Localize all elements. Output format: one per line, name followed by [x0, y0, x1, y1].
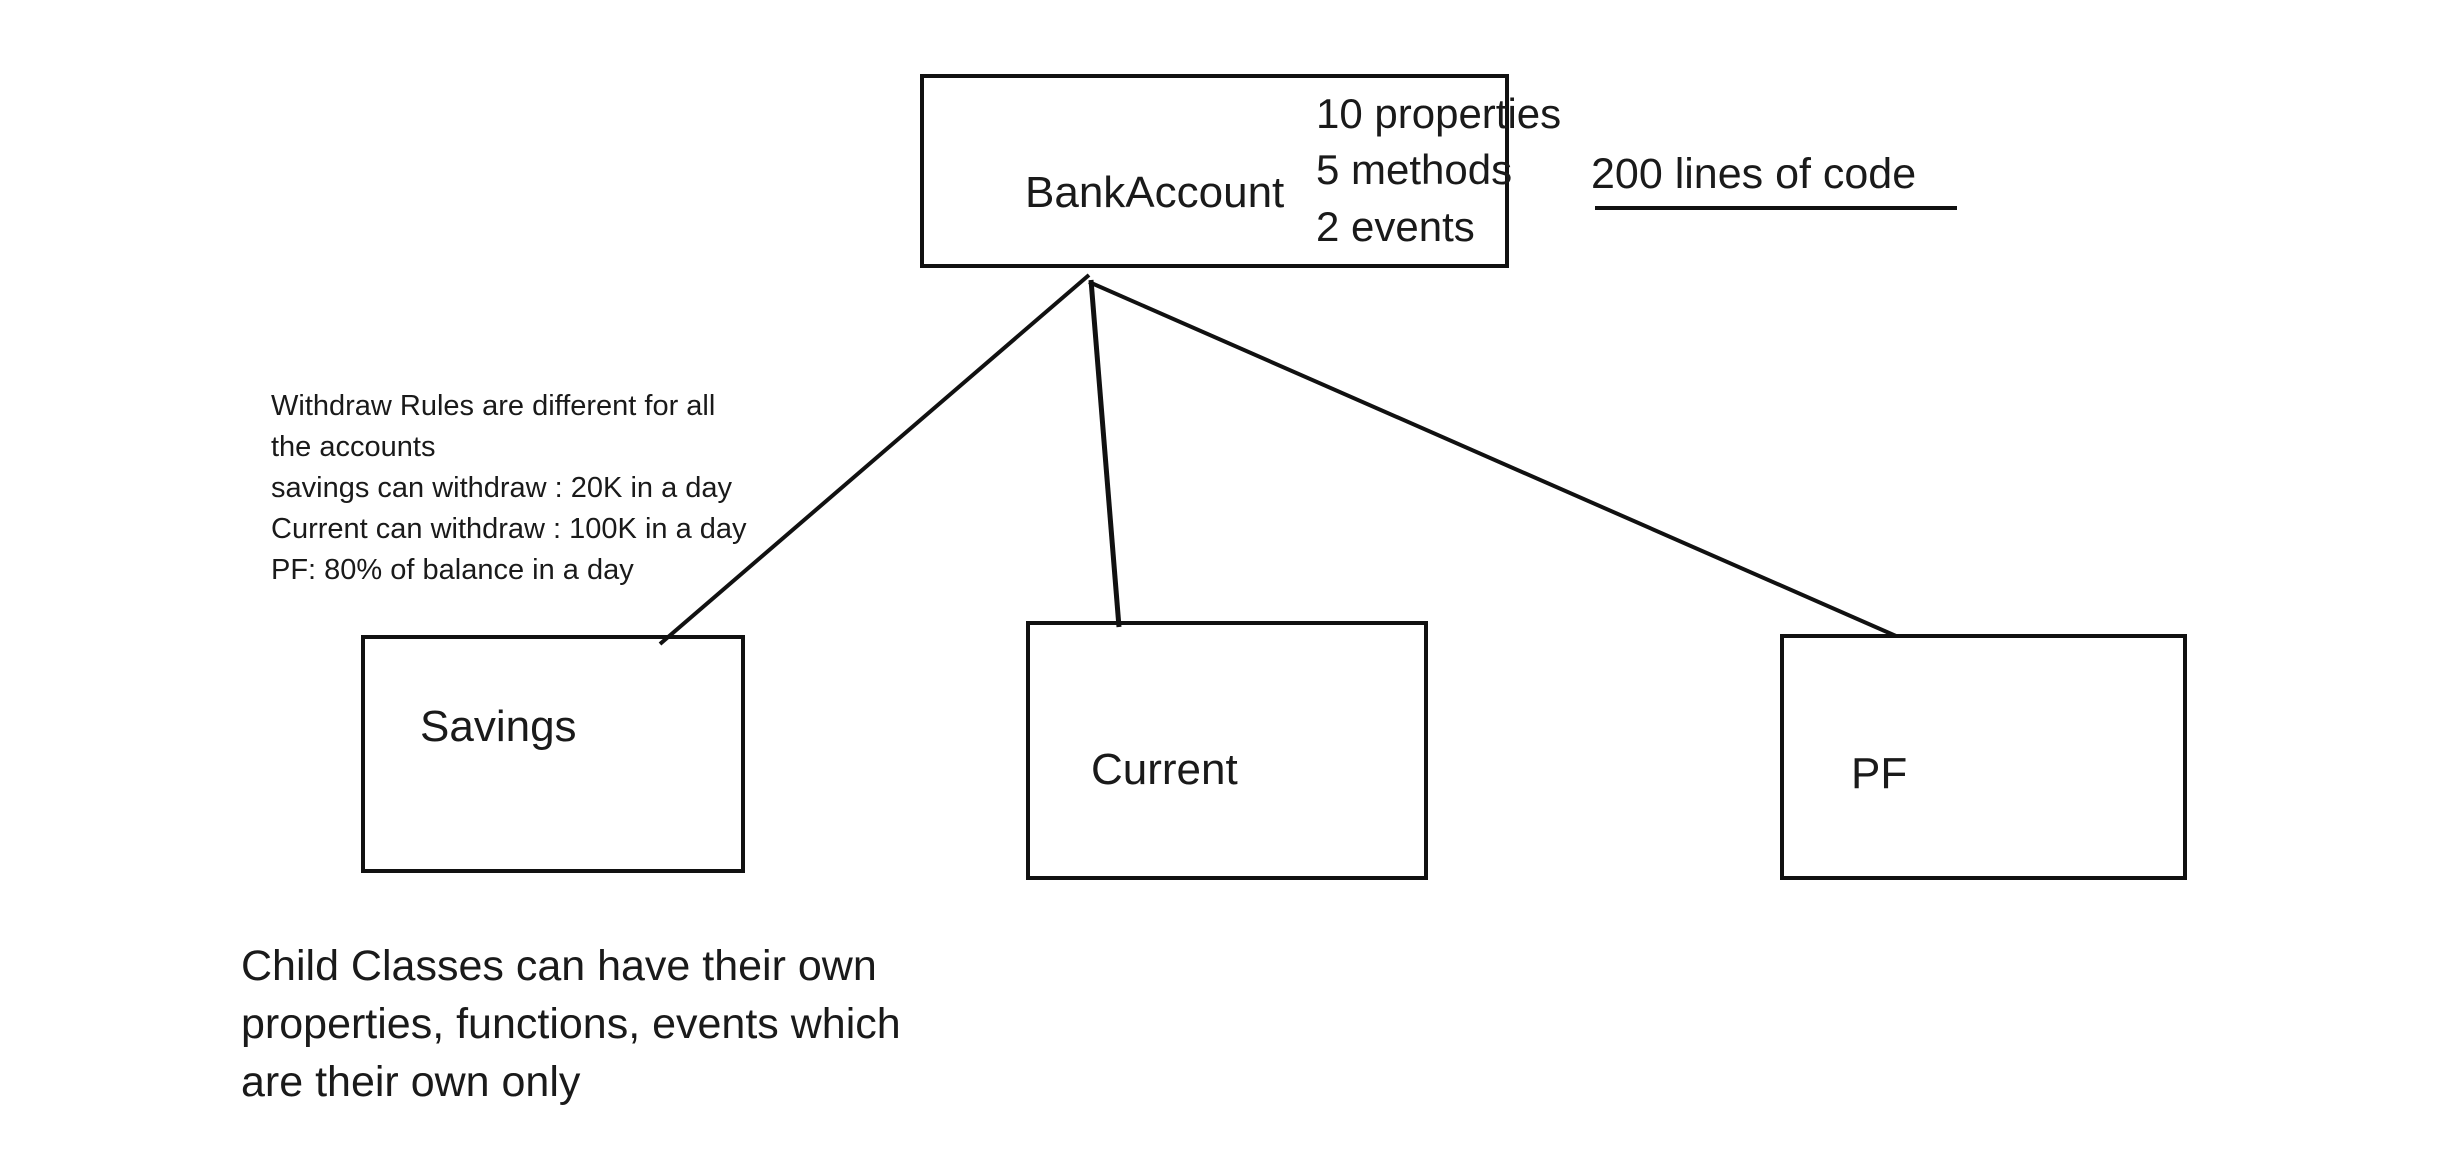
- pf-label: PF: [1851, 749, 1908, 798]
- savings-box: [361, 635, 745, 873]
- parent-stat-methods: 5 methods: [1316, 146, 1513, 193]
- pf-box: [1780, 634, 2187, 880]
- parent-stat-events: 2 events: [1316, 203, 1475, 250]
- current-box: [1026, 621, 1428, 880]
- withdraw-rules-line-5: PF: 80% of balance in a day: [271, 554, 634, 586]
- code-size-label: 200 lines of code: [1591, 150, 1917, 198]
- parent-stat-properties: 10 properties: [1316, 90, 1562, 137]
- withdraw-rules-line-1: Withdraw Rules are different for all: [271, 390, 716, 422]
- current-label: Current: [1091, 745, 1238, 794]
- child-note-line-1: Child Classes can have their own: [241, 942, 877, 990]
- connector-bankaccount-current: [1088, 279, 1122, 628]
- withdraw-rules-line-3: savings can withdraw : 20K in a day: [271, 472, 733, 504]
- connector-bankaccount-pf: [1088, 280, 1897, 638]
- withdraw-rules-line-2: the accounts: [271, 431, 436, 463]
- child-note-line-2: properties, functions, events which: [241, 1000, 901, 1048]
- connector-bankaccount-savings: [658, 273, 1091, 646]
- bankaccount-label: BankAccount: [1025, 168, 1285, 217]
- bankaccount-box: [920, 74, 1509, 268]
- withdraw-rules-line-4: Current can withdraw : 100K in a day: [271, 513, 747, 545]
- child-note-line-3: are their own only: [241, 1058, 581, 1106]
- savings-label: Savings: [420, 702, 577, 751]
